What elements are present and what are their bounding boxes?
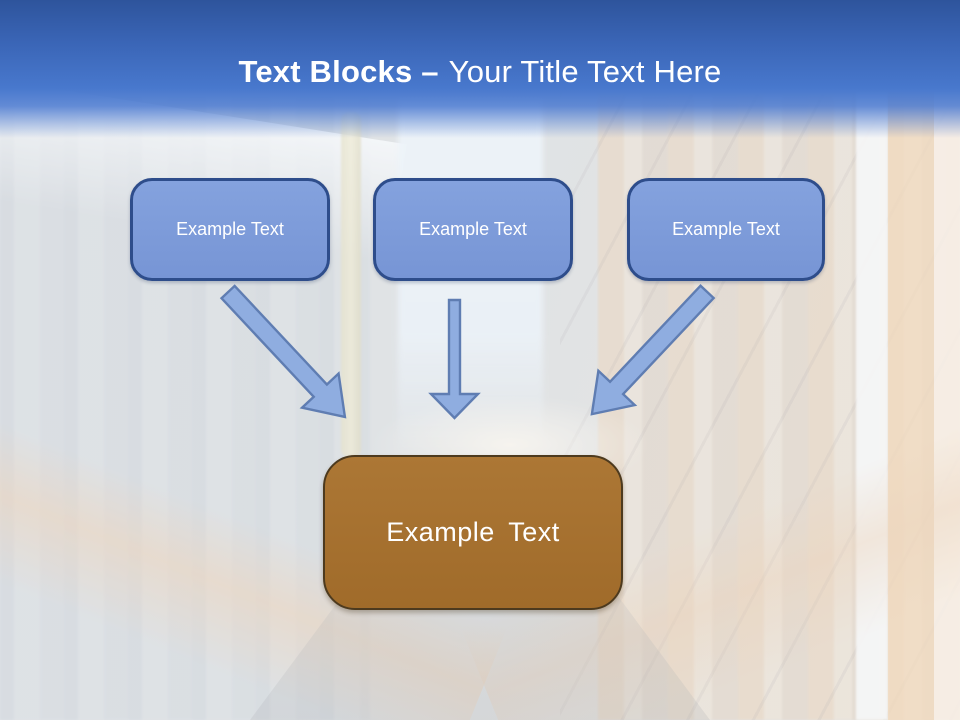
bg-white-column: [856, 92, 888, 720]
text-block-1-label: Example Text: [176, 219, 284, 239]
bg-far-right-facade: [888, 92, 934, 720]
title-bold-text: Text Blocks –: [238, 54, 439, 89]
text-block-1[interactable]: Example Text: [130, 178, 330, 281]
arrow-down-icon[interactable]: [428, 298, 482, 422]
arrow-down-left-icon[interactable]: [575, 283, 725, 425]
slide-title: Text Blocks – Your Title Text Here: [0, 52, 960, 92]
text-block-2[interactable]: Example Text: [373, 178, 573, 281]
summary-block[interactable]: Example Text: [323, 455, 623, 610]
title-regular-text: Your Title Text Here: [448, 54, 722, 89]
bg-pipe: [341, 112, 361, 457]
arrow-down-right-icon[interactable]: [200, 284, 360, 425]
text-block-3[interactable]: Example Text: [627, 178, 825, 281]
text-block-2-label: Example Text: [419, 219, 527, 239]
text-block-3-label: Example Text: [672, 219, 780, 239]
bg-right-edge: [934, 92, 960, 720]
title-banner: Text Blocks – Your Title Text Here: [0, 0, 960, 138]
summary-block-label: Example Text: [386, 517, 560, 547]
